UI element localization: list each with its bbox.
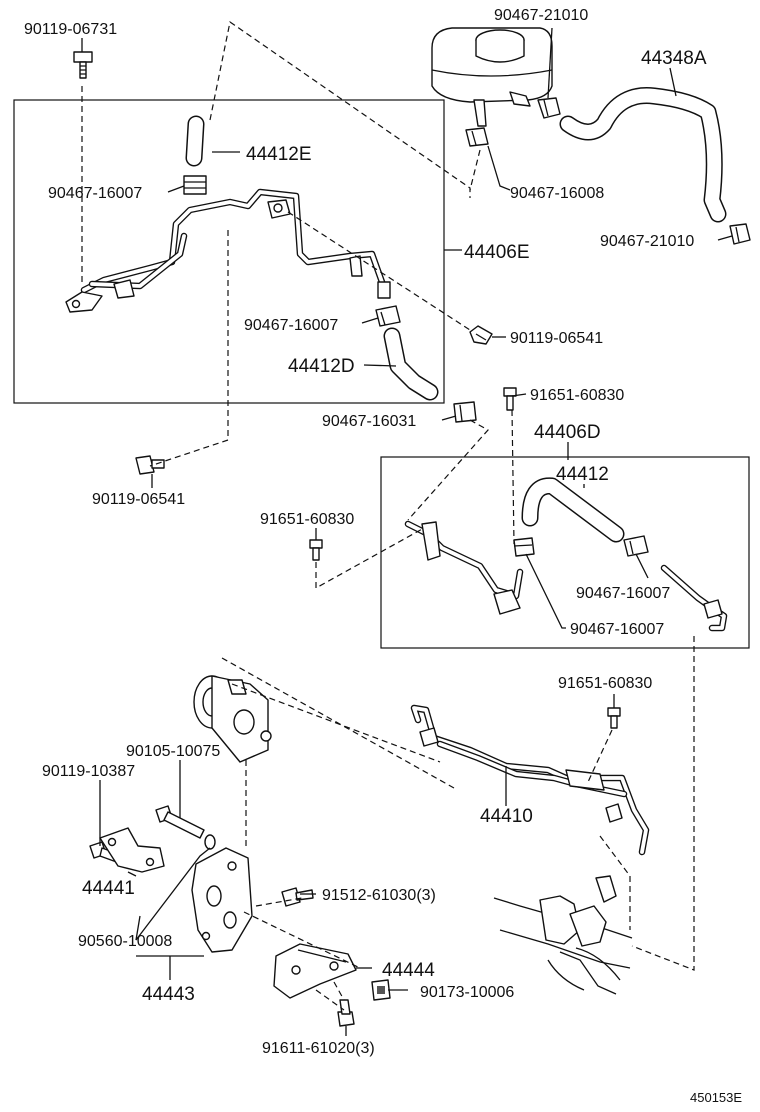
label-44412: 44412 — [556, 464, 609, 485]
label-90467-16007-upper: 90467-16007 — [48, 185, 142, 202]
label-44412D: 44412D — [288, 356, 355, 377]
tube-44410[interactable] — [410, 704, 650, 856]
power-steering-pump[interactable] — [193, 675, 272, 763]
clip-90467-16031[interactable] — [453, 401, 477, 423]
bolt-91651-60830-right[interactable] — [607, 707, 621, 729]
clip-90467-21010-top[interactable] — [537, 97, 561, 119]
clip-90467-16007-box-d-right[interactable] — [623, 535, 649, 557]
bolt-90105-10075[interactable] — [155, 805, 205, 839]
steering-gear-housing — [493, 875, 633, 995]
label-44441: 44441 — [82, 878, 135, 899]
clip-90467-16008[interactable] — [465, 127, 489, 147]
footer-code: 450153E — [690, 1090, 742, 1105]
bolt-90119-06541-right[interactable] — [469, 325, 493, 345]
label-44410: 44410 — [480, 806, 533, 827]
label-91611-61020: 91611-61020(3) — [262, 1040, 375, 1057]
label-44406D: 44406D — [534, 422, 601, 443]
washer-90560-10008[interactable] — [204, 834, 216, 850]
label-91512-61030: 91512-61030(3) — [322, 887, 436, 904]
label-90119-06541-right: 90119-06541 — [510, 330, 603, 347]
label-90467-16007-middle: 90467-16007 — [244, 317, 338, 334]
bolt-91512-61030[interactable] — [281, 887, 314, 907]
bolt-90119-06541-left[interactable] — [135, 455, 165, 475]
clip-90467-16007-middle[interactable] — [375, 305, 401, 327]
bolt-91651-60830-left[interactable] — [309, 539, 323, 561]
label-91651-60830-top: 91651-60830 — [530, 387, 624, 404]
label-90467-21010-bottom: 90467-21010 — [600, 233, 694, 250]
hose-44412D[interactable] — [383, 327, 439, 401]
label-90560-10008: 90560-10008 — [78, 933, 172, 950]
clip-90467-16007-upper[interactable] — [183, 175, 207, 195]
bracket-plate-44443[interactable] — [191, 847, 253, 953]
group-box-44406E — [13, 99, 445, 404]
label-90119-06731: 90119-06731 — [24, 21, 117, 38]
label-44412E: 44412E — [246, 144, 312, 165]
label-44443: 44443 — [142, 984, 195, 1005]
label-90467-16007-box-d-right: 90467-16007 — [576, 585, 670, 602]
bolt-90119-06731[interactable] — [73, 51, 93, 79]
bolt-91611-61020[interactable] — [337, 999, 355, 1027]
bolt-91651-60830-top[interactable] — [503, 387, 517, 411]
bracket-44441[interactable] — [99, 827, 165, 873]
leader-lines — [81, 27, 733, 1036]
label-90467-21010-top: 90467-21010 — [494, 7, 588, 24]
hose-44412[interactable] — [521, 477, 625, 543]
label-90467-16031: 90467-16031 — [322, 413, 416, 430]
hose-44348A[interactable] — [559, 87, 727, 223]
reservoir-tank[interactable] — [431, 27, 553, 127]
label-91651-60830-right: 91651-60830 — [558, 675, 652, 692]
label-90467-16008: 90467-16008 — [510, 185, 604, 202]
clip-90467-21010-bottom[interactable] — [729, 223, 751, 245]
label-91651-60830-left: 91651-60830 — [260, 511, 354, 528]
label-90119-06541-left: 90119-06541 — [92, 491, 185, 508]
label-44406E: 44406E — [464, 242, 530, 263]
clip-90467-16007-box-d-center[interactable] — [513, 537, 535, 557]
label-90467-16007-box-d-center: 90467-16007 — [570, 621, 664, 638]
tube-44406E[interactable] — [65, 188, 391, 313]
bracket-44444[interactable] — [273, 943, 357, 999]
tube-44406D[interactable] — [404, 520, 728, 632]
label-44348A: 44348A — [641, 48, 707, 69]
label-90105-10075: 90105-10075 — [126, 743, 220, 760]
nut-90173-10006[interactable] — [371, 979, 391, 1001]
label-90119-10387: 90119-10387 — [42, 763, 135, 780]
label-44444: 44444 — [382, 960, 435, 981]
label-90173-10006: 90173-10006 — [420, 984, 514, 1001]
hose-44412E[interactable] — [185, 115, 205, 167]
assembly-guide-lines — [81, 20, 695, 1011]
